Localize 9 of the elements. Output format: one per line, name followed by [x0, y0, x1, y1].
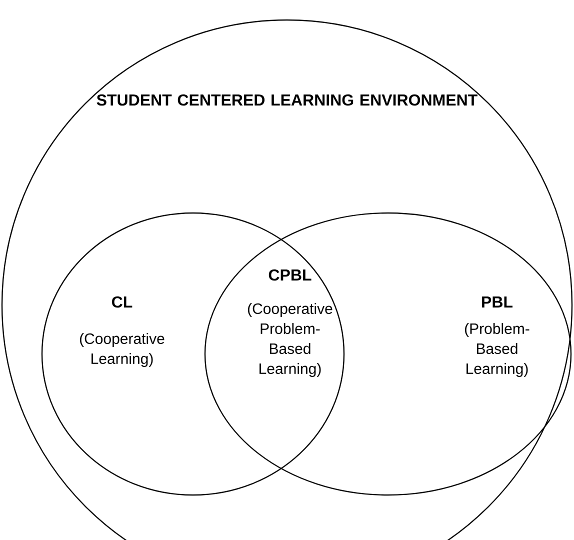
description: (Problem-Based Learning) — [465, 323, 530, 377]
ellipse — [204, 212, 572, 496]
heading: CL — [112, 296, 132, 308]
description: (Cooperative Learning) — [80, 333, 164, 367]
heading: CPBL — [268, 269, 312, 281]
title: STUDENT CENTERED LEARNING ENVIRONMENT — [96, 94, 478, 106]
ellipse — [41, 212, 345, 496]
heading: PBL — [482, 296, 512, 308]
description: (Cooperative Problem-Based Learning) — [248, 303, 332, 377]
